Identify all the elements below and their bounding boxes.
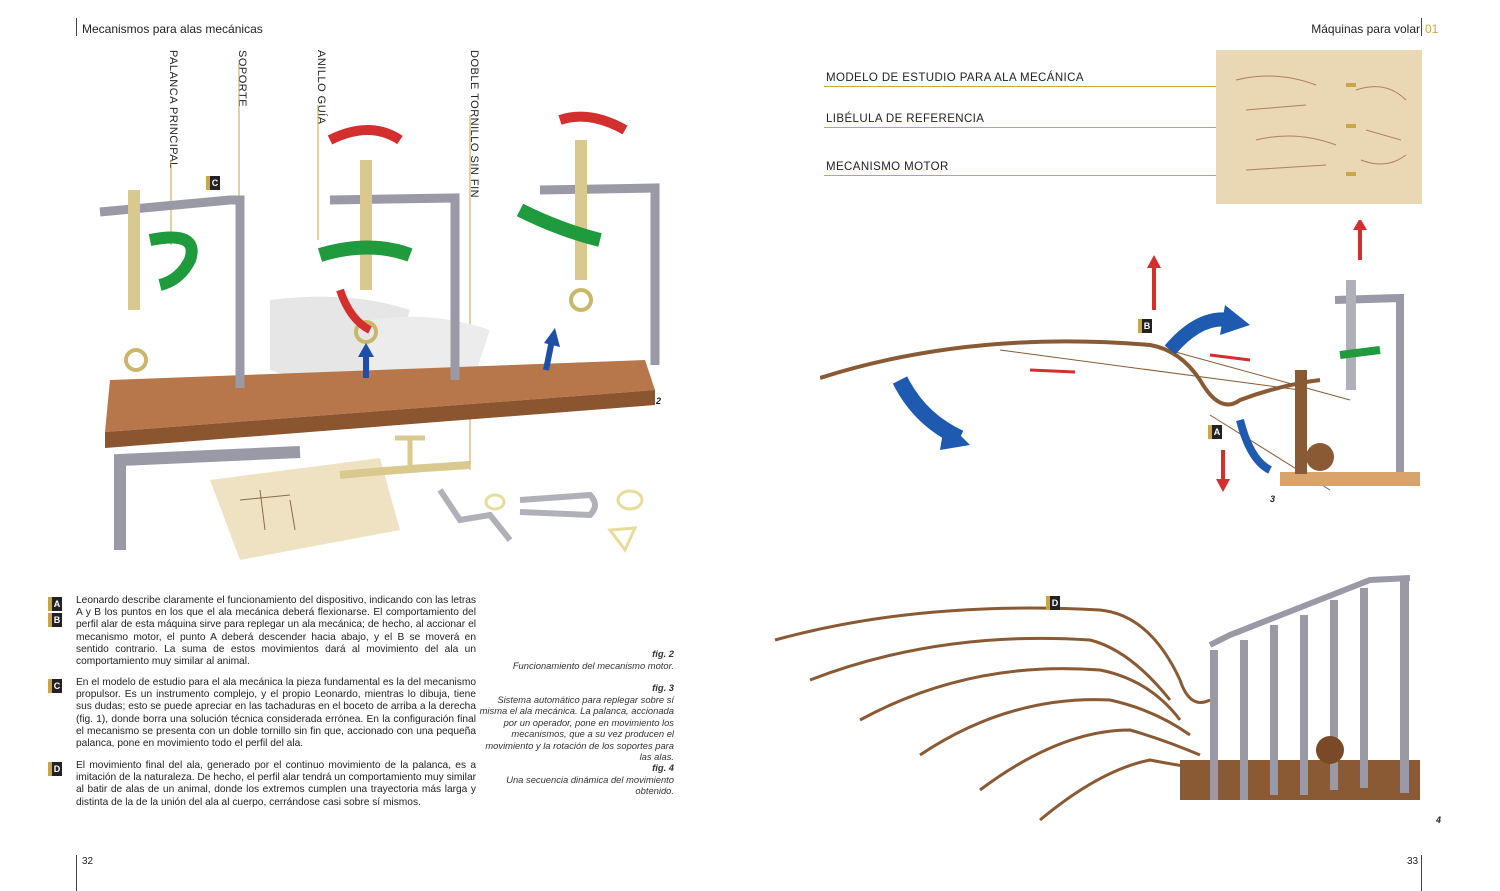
bottom-right-rule — [1421, 855, 1422, 891]
callout-libelula: LIBÉLULA DE REFERENCIA — [826, 113, 985, 125]
callout-modelo-estudio: MODELO DE ESTUDIO PARA ALA MECÁNICA — [826, 72, 1084, 84]
marker-c-figure: C — [206, 176, 220, 190]
marker-b-figure: B — [1138, 319, 1152, 333]
marker-a: A — [48, 597, 62, 611]
figure-4-sequence-illustration — [774, 575, 1420, 822]
running-head-left: Mecanismos para alas mecánicas — [82, 22, 263, 36]
callout-palanca-principal: PALANCA PRINCIPAL — [167, 50, 179, 169]
callout-mecanismo-motor: MECANISMO MOTOR — [826, 161, 949, 173]
page-number-left: 32 — [82, 856, 94, 867]
page-number-right: 33 — [1407, 856, 1419, 867]
figure-2-mechanism-illustration — [99, 60, 660, 560]
leader-line-3 — [824, 175, 1354, 176]
top-left-rule — [76, 18, 77, 36]
marker-c: C — [48, 679, 62, 693]
running-head-right: Máquinas para volar — [1311, 22, 1420, 36]
figure-3-number: 3 — [1270, 494, 1276, 504]
paragraph-ab: Leonardo describe claramente el funciona… — [76, 595, 476, 668]
caption-fig-2: fig. 2 Funcionamiento del mecanismo moto… — [512, 648, 674, 671]
figure-2-number: 2 — [656, 396, 662, 406]
figure-4-number: 4 — [1436, 815, 1442, 825]
leonardo-sketch-thumbnail — [1216, 50, 1422, 204]
caption-fig-3: fig. 3 Sistema automático para replegar … — [479, 682, 674, 762]
bottom-left-rule — [76, 855, 77, 891]
marker-d-figure: D — [1046, 596, 1060, 610]
marker-b: B — [48, 613, 62, 627]
figure-3-wing-mechanism-illustration — [820, 220, 1420, 492]
leader-line-1 — [824, 86, 1354, 87]
paragraph-d: El movimiento final del ala, generado po… — [76, 760, 476, 808]
callout-doble-tornillo: DOBLE TORNILLO SIN FIN — [468, 50, 480, 199]
marker-d: D — [48, 762, 62, 776]
marker-c-label: C — [210, 176, 220, 190]
paragraph-c: En el modelo de estudio para el ala mecá… — [76, 677, 476, 750]
caption-fig-4: fig. 4 Una secuencia dinámica del movimi… — [506, 762, 674, 796]
chapter-number: 01 — [1425, 22, 1439, 36]
leader-line-2 — [824, 127, 1354, 128]
top-right-rule — [1421, 18, 1422, 36]
marker-a-figure: A — [1208, 425, 1222, 439]
